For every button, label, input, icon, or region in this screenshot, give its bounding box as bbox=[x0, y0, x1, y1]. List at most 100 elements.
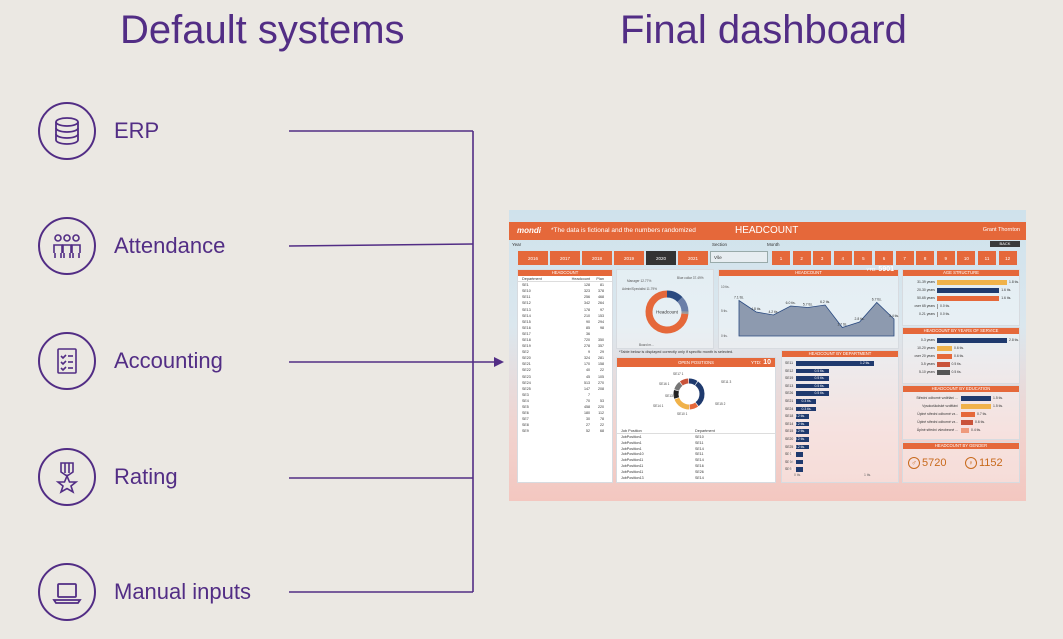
month-button-9[interactable]: 9 bbox=[936, 251, 955, 265]
table-cell: SE17 bbox=[522, 331, 531, 336]
table-cell: 52 bbox=[586, 429, 590, 434]
database-icon bbox=[38, 102, 96, 160]
bar bbox=[796, 368, 829, 374]
x-tick-label: 1 tis. bbox=[864, 473, 872, 477]
table-cell: 153 bbox=[598, 313, 604, 318]
table-cell: SE9 bbox=[522, 429, 529, 434]
headcount-trend-title-text: HEADCOUNT bbox=[795, 270, 822, 275]
bar bbox=[796, 437, 809, 442]
bar bbox=[937, 312, 938, 317]
trend-data-label: 4.2 tis. bbox=[768, 310, 778, 314]
bar-data-label: 0.2 tis. bbox=[795, 429, 805, 434]
bar bbox=[937, 346, 952, 351]
ytd-label: YTD: bbox=[866, 267, 877, 272]
table-cell: SE19 bbox=[522, 344, 531, 349]
people-icon bbox=[38, 217, 96, 275]
source-label-erp: ERP bbox=[114, 118, 160, 143]
trend-data-label: 7.1 tis. bbox=[734, 296, 744, 300]
table-cell: SE11 bbox=[522, 295, 531, 300]
bar-category-label: SE25 bbox=[785, 444, 794, 449]
column-header: Department bbox=[695, 428, 715, 433]
gender-female: ♀ 1152 bbox=[965, 457, 1003, 469]
bar bbox=[796, 406, 816, 412]
table-cell: SE21 bbox=[522, 362, 531, 367]
donut-label: Board m... bbox=[639, 343, 654, 347]
source-label-rating: Rating bbox=[114, 464, 178, 489]
open-positions-title-text: OPEN POSITIONS bbox=[678, 360, 714, 365]
month-button-2[interactable]: 2 bbox=[792, 251, 811, 265]
table-cell: 378 bbox=[598, 289, 604, 294]
table-cell: SE11 bbox=[695, 452, 704, 457]
bar-category-label: 10-20 years bbox=[917, 346, 935, 350]
column-header: Headcount bbox=[571, 276, 590, 281]
table-cell: SE22 bbox=[522, 368, 531, 373]
month-button-11[interactable]: 11 bbox=[978, 251, 996, 265]
bar bbox=[961, 428, 969, 433]
bar-data-label: 0.3 tis. bbox=[801, 399, 812, 403]
bar-data-label: 0.7 tis. bbox=[977, 412, 987, 416]
month-button-6[interactable]: 6 bbox=[875, 251, 893, 265]
donut-slice bbox=[679, 378, 689, 386]
source-erp: ERP bbox=[38, 101, 159, 161]
month-button-7[interactable]: 7 bbox=[895, 251, 914, 265]
donut-label: SE17 1 bbox=[673, 372, 684, 376]
table-cell: SE11 bbox=[695, 440, 704, 445]
male-icon: ♂ bbox=[908, 457, 920, 469]
bar-data-label: 1.6 tis. bbox=[1001, 288, 1012, 292]
table-cell: SE26 bbox=[695, 469, 704, 474]
y-tick-label: 0 tis. bbox=[721, 334, 728, 338]
source-label-accounting: Accounting bbox=[114, 348, 223, 373]
table-cell: 53 bbox=[600, 398, 604, 403]
column-header: Plan bbox=[596, 276, 604, 281]
month-button-12[interactable]: 12 bbox=[998, 251, 1017, 265]
female-icon: ♀ bbox=[965, 457, 977, 469]
bar bbox=[796, 421, 809, 427]
month-button-4[interactable]: 4 bbox=[833, 251, 852, 265]
dashboard-screenshot: mondi *The data is fictional and the num… bbox=[509, 210, 1026, 501]
month-button-1[interactable]: 1 bbox=[772, 251, 790, 265]
year-button-2021[interactable]: 2021 bbox=[678, 251, 708, 265]
trend-data-label: 5.7 tis. bbox=[803, 303, 813, 307]
arrow-head bbox=[494, 357, 504, 367]
month-button-8[interactable]: 8 bbox=[916, 251, 935, 265]
year-button-2020[interactable]: 2020 bbox=[646, 251, 676, 265]
table-cell: JobPosition11 bbox=[621, 469, 644, 474]
year-button-2016[interactable]: 2016 bbox=[518, 251, 548, 265]
dashboard-topbar: mondi *The data is fictional and the num… bbox=[509, 222, 1026, 240]
table-cell: SE4 bbox=[522, 398, 529, 403]
source-label-manual-inputs: Manual inputs bbox=[114, 579, 251, 604]
year-button-2017[interactable]: 2017 bbox=[550, 251, 580, 265]
back-button[interactable]: BACK bbox=[990, 241, 1020, 247]
month-button-10[interactable]: 10 bbox=[957, 251, 976, 265]
headcount-table-title: HEADCOUNT bbox=[518, 270, 612, 276]
year-button-2019[interactable]: 2019 bbox=[614, 251, 644, 265]
section-dropdown[interactable]: Vše bbox=[710, 251, 768, 263]
bar-category-label: Úplné střední všeobecné ... bbox=[916, 428, 958, 432]
table-row: SE9 52 68 bbox=[518, 428, 612, 434]
donut-label: Admin/Specialist 11.79% bbox=[622, 287, 657, 291]
table-cell: SE3 bbox=[522, 392, 529, 397]
bar-category-label: 0-3 years bbox=[920, 338, 935, 342]
table-cell: 208 bbox=[598, 386, 604, 391]
dashboard-note: *The data is fictional and the numbers r… bbox=[551, 227, 696, 234]
bar-data-label: 0.3 tis. bbox=[801, 406, 812, 411]
bar-data-label: 0.2 tis. bbox=[795, 421, 805, 426]
month-button-3[interactable]: 3 bbox=[813, 251, 832, 265]
bar-category-label: 0-21 years bbox=[918, 312, 935, 316]
table-cell: 180 bbox=[584, 411, 590, 416]
table-cell: 68 bbox=[600, 429, 604, 434]
bar-data-label: 1.5 tis. bbox=[993, 404, 1003, 408]
month-button-5[interactable]: 5 bbox=[854, 251, 873, 265]
year-button-2018[interactable]: 2018 bbox=[582, 251, 612, 265]
